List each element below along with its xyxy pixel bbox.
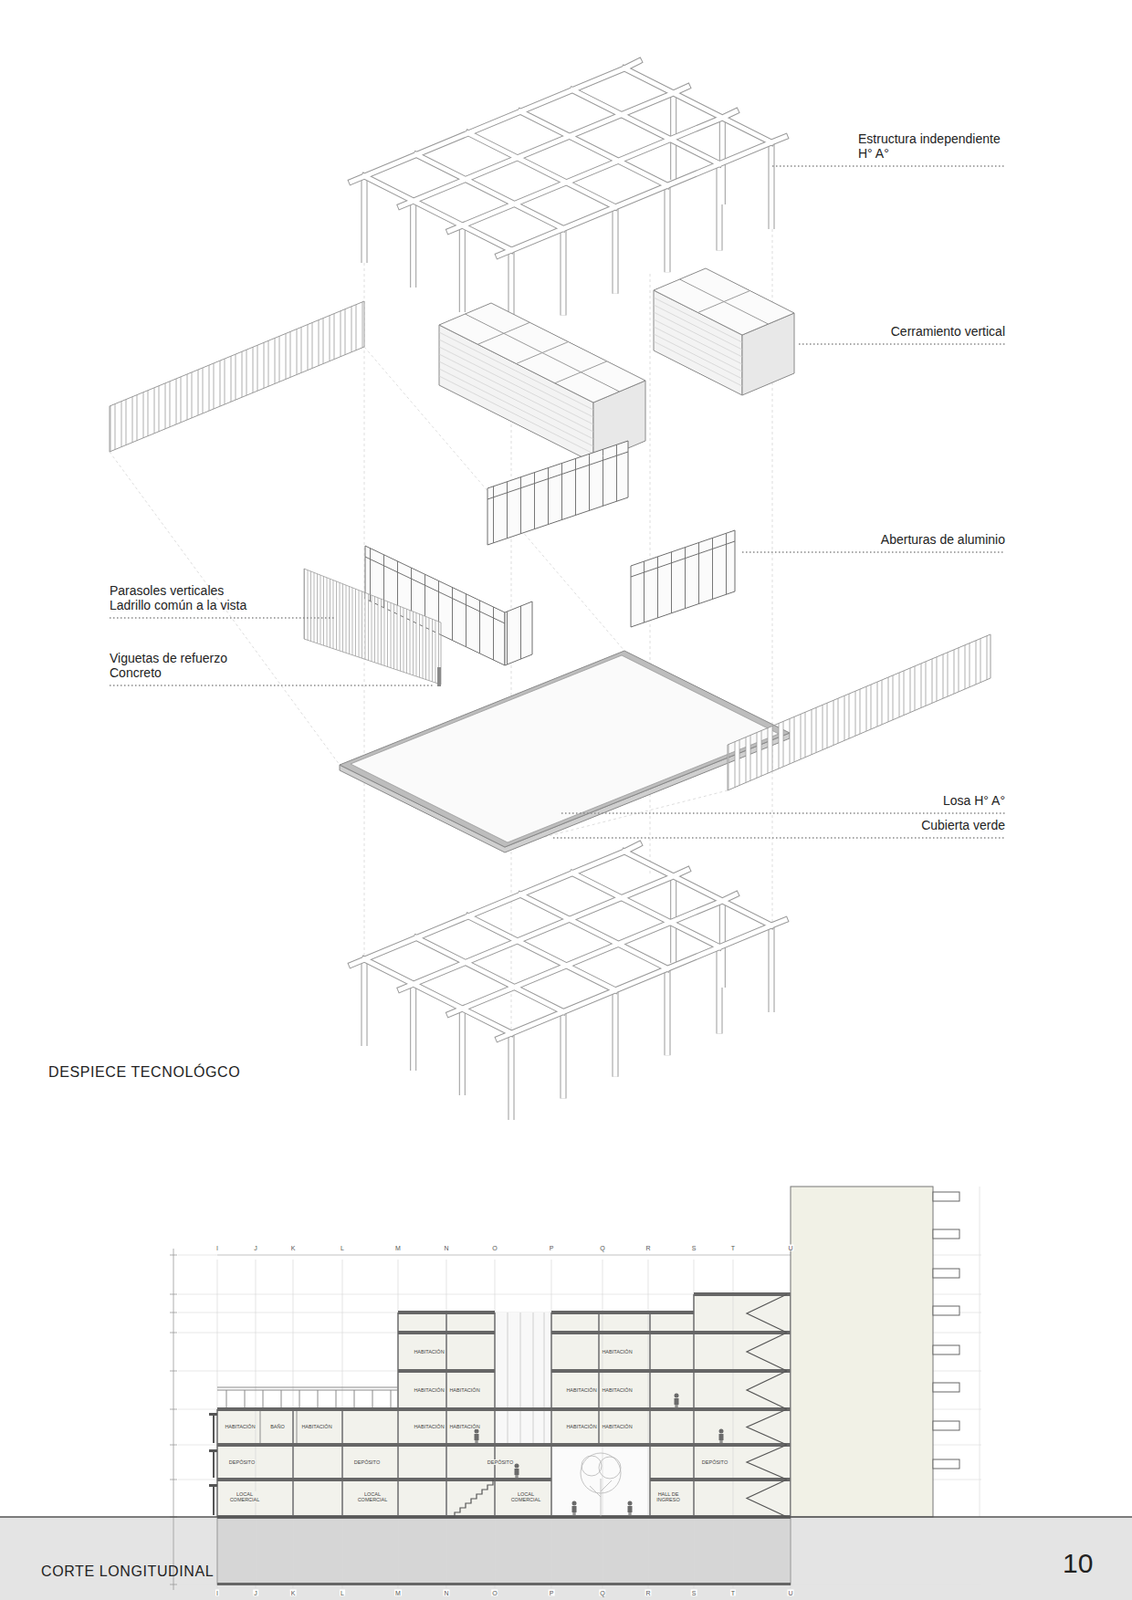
tower-elevation [790,1186,980,1518]
atrium-glazing [507,1312,545,1446]
grid-axis-letter: Q [598,1590,606,1597]
lower-structure [351,844,786,1121]
room-label: HABITACIÓN [600,1387,633,1394]
callout-label: Viguetas de refuerzo Concreto [109,650,247,681]
room-label: HABITACIÓN [448,1387,481,1394]
grid-axis-letter: M [394,1590,402,1597]
room-label: BAÑO [269,1424,286,1430]
grid-axis-letter: I [215,1590,220,1597]
grid-axis-letter: Q [598,1245,606,1252]
facade-elements [209,1413,218,1516]
reinforcement-joist [437,667,441,687]
room-label: HABITACIÓN [565,1424,598,1430]
grid-axis-letter: K [290,1590,297,1597]
room-label: DEPÓSITO [228,1459,256,1466]
room-label: HABITACIÓN [448,1424,481,1430]
sunshade-row [303,568,441,685]
grid-axis-letter: O [491,1245,498,1252]
callout-label: Aberturas de aluminio [880,532,1006,547]
grid-axis-letter: O [491,1590,498,1597]
roof-railing [217,1387,399,1408]
room-label: DEPÓSITO [353,1459,381,1466]
room-label: HABITACIÓN [412,1387,445,1394]
room-label: HABITACIÓN [300,1424,333,1430]
room-label: LOCAL COMERCIAL [227,1491,263,1503]
enclosure-box [439,303,646,463]
drawing-title: CORTE LONGITUDINAL [41,1563,214,1581]
grid-axis-letter: T [730,1590,736,1597]
callout-label: Cerramiento vertical [890,324,1006,339]
room-label: DEPÓSITO [486,1459,514,1466]
sunshade-row [109,301,365,452]
grid-axis-letter: S [691,1245,698,1252]
room-label: HABITACIÓN [600,1349,633,1355]
sunshade-row [727,634,991,791]
drawing-title: DESPIECE TECNOLÓGCO [48,1064,241,1081]
grid-axis-letter: M [394,1245,402,1252]
grid-axis-letter: U [786,1590,794,1597]
building-section [217,1294,791,1585]
ground-line [0,1516,1132,1518]
grid-axis-letter: N [442,1590,450,1597]
room-label: HABITACIÓN [565,1387,598,1394]
room-label: HABITACIÓN [600,1424,633,1430]
grid-axis-letter: I [215,1245,220,1252]
callout-label: Parasoles verticales Ladrillo común a la… [109,583,256,613]
room-label: DEPÓSITO [701,1459,729,1466]
leader-lines [109,166,1006,839]
room-label: HABITACIÓN [412,1424,445,1430]
grid-lines [217,1255,791,1589]
level-axis [169,1248,178,1591]
grid-axis-letter: J [252,1245,259,1252]
floor-slabs [217,1292,791,1586]
grid-axis-letter: K [290,1245,297,1252]
room-label: LOCAL COMERCIAL [508,1491,544,1503]
callout-label: Estructura independiente H° A° [858,131,1009,161]
grid-axis-letter: T [730,1245,736,1252]
page-number: 10 [1062,1548,1093,1581]
room-label: LOCAL COMERCIAL [355,1491,390,1503]
grid-axis-letter: L [339,1245,346,1252]
room-label: HABITACIÓN [412,1349,445,1355]
room-label: HABITACIÓN [223,1424,256,1430]
callout-label: Cubierta verde [921,817,1006,833]
grid-axis-letter: P [548,1590,556,1597]
columns [217,1294,791,1518]
grid-axis-letter: R [644,1245,651,1252]
tree [580,1453,621,1518]
grid-axis-letter: L [339,1590,346,1597]
grid-axis-letter: J [252,1590,259,1597]
grid-axis-letter: S [691,1590,698,1597]
grid-axis-letter: U [786,1245,794,1252]
callout-label: Losa H° A° [943,793,1006,808]
grid-axis-letter: P [548,1245,556,1252]
slab [339,650,790,853]
enclosure-box [653,268,795,396]
ground-band [0,1517,1132,1600]
room-label: HALL DE INGRESO [650,1491,686,1503]
stairs [449,1294,787,1518]
grid-axis-letter: N [442,1245,450,1252]
grid-axis-letter: R [644,1590,651,1597]
